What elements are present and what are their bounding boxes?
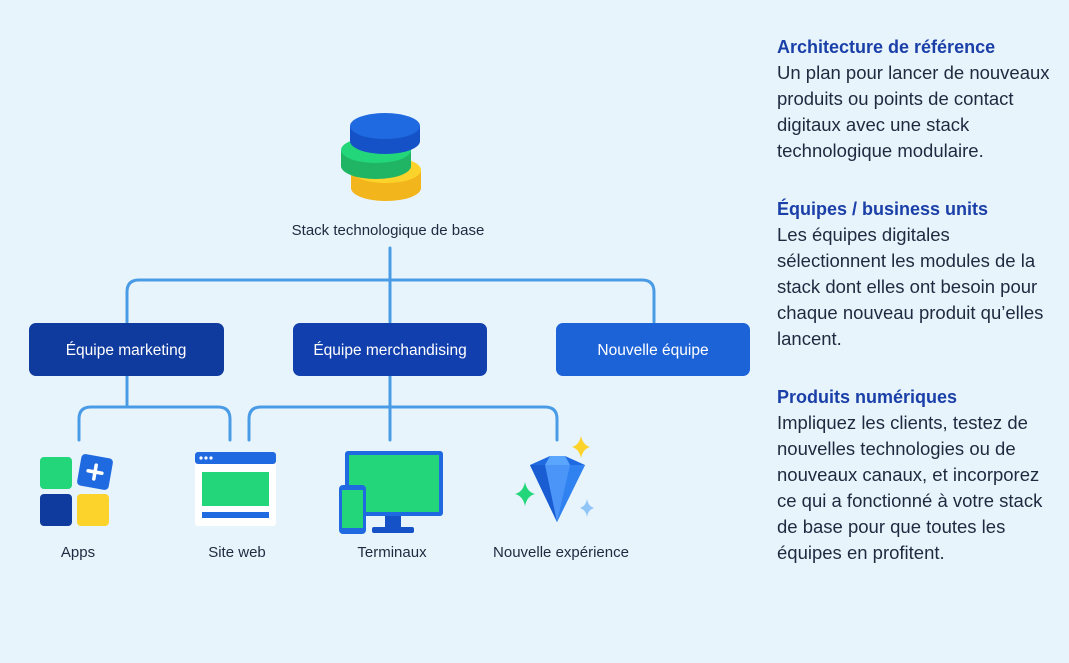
product-label-website: Site web — [208, 544, 266, 561]
diamond-icon — [515, 436, 594, 522]
explanation-sidebar: Architecture de référence Un plan pour l… — [777, 36, 1062, 600]
team-box-merchandising: Équipe merchandising — [293, 323, 487, 376]
team-box-new: Nouvelle équipe — [556, 323, 750, 376]
section-reference-architecture: Architecture de référence Un plan pour l… — [777, 36, 1062, 164]
section-teams: Équipes / business units Les équipes dig… — [777, 198, 1062, 352]
base-stack-label: Stack technologique de base — [292, 222, 485, 239]
team-label-new: Nouvelle équipe — [597, 342, 708, 359]
devices-icon — [339, 451, 443, 534]
connector-lines — [77, 246, 656, 442]
section-body: Impliquez les clients, testez de nouvell… — [777, 412, 1043, 563]
section-title: Produits numériques — [777, 387, 958, 407]
website-icon — [195, 452, 276, 526]
section-digital-products: Produits numériques Impliquez les client… — [777, 386, 1062, 566]
section-body: Les équipes digitales sélectionnent les … — [777, 224, 1044, 349]
architecture-diagram: Stack technologique de base Équipe marke… — [29, 113, 750, 561]
product-label-devices: Terminaux — [357, 544, 427, 561]
product-label-new-experience: Nouvelle expérience — [493, 544, 629, 561]
product-label-apps: Apps — [61, 544, 95, 561]
section-title: Équipes / business units — [777, 199, 989, 219]
apps-grid-icon — [40, 454, 113, 526]
team-box-marketing: Équipe marketing — [29, 323, 224, 376]
stack-layers-icon — [341, 113, 421, 201]
section-body: Un plan pour lancer de nouveaux produits… — [777, 62, 1050, 161]
section-title: Architecture de référence — [777, 37, 996, 57]
team-label-marketing: Équipe marketing — [66, 342, 187, 359]
team-label-merchandising: Équipe merchandising — [313, 342, 466, 359]
